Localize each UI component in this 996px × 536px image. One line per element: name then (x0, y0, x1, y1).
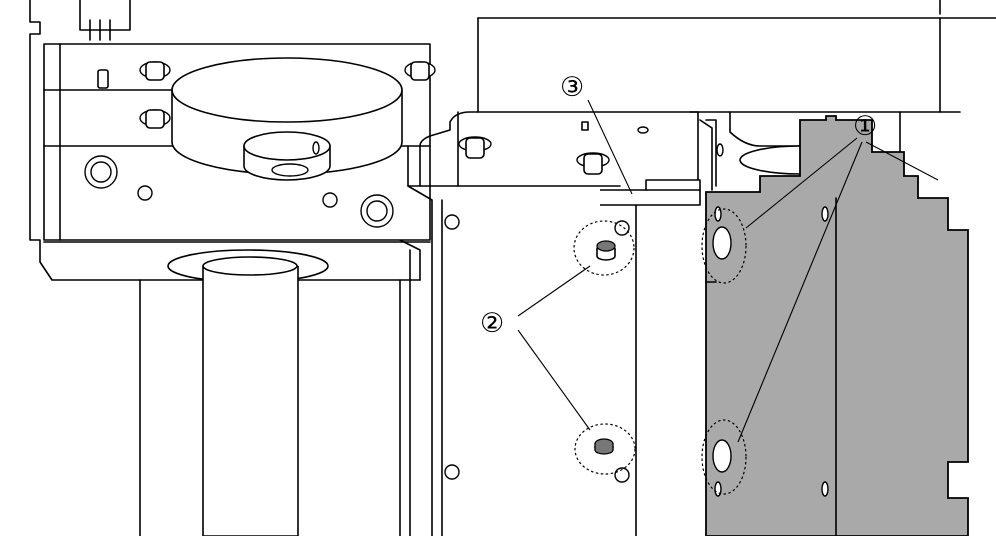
switch-bracket (600, 119, 724, 206)
callout-1: ① (853, 111, 877, 142)
callout-2-group: ② (480, 265, 591, 431)
right-frame (477, 0, 996, 176)
slot-top-highlight (701, 208, 747, 284)
pulley-disc (171, 57, 403, 181)
pin-bottom-highlight (574, 423, 636, 475)
slot-bottom-highlight (701, 419, 747, 495)
vertical-shaft (139, 249, 411, 536)
positioning-pins (573, 220, 636, 475)
center-mounting-plate (407, 111, 699, 536)
pin-top-highlight (573, 220, 635, 276)
callout-2: ② (480, 308, 504, 339)
callout-3: ③ (560, 72, 584, 103)
callout-1-group: ① (737, 111, 939, 443)
gray-motor-unit (701, 115, 969, 536)
bolt-heads-left (84, 61, 436, 228)
callout-3-group: ③ (560, 72, 633, 195)
